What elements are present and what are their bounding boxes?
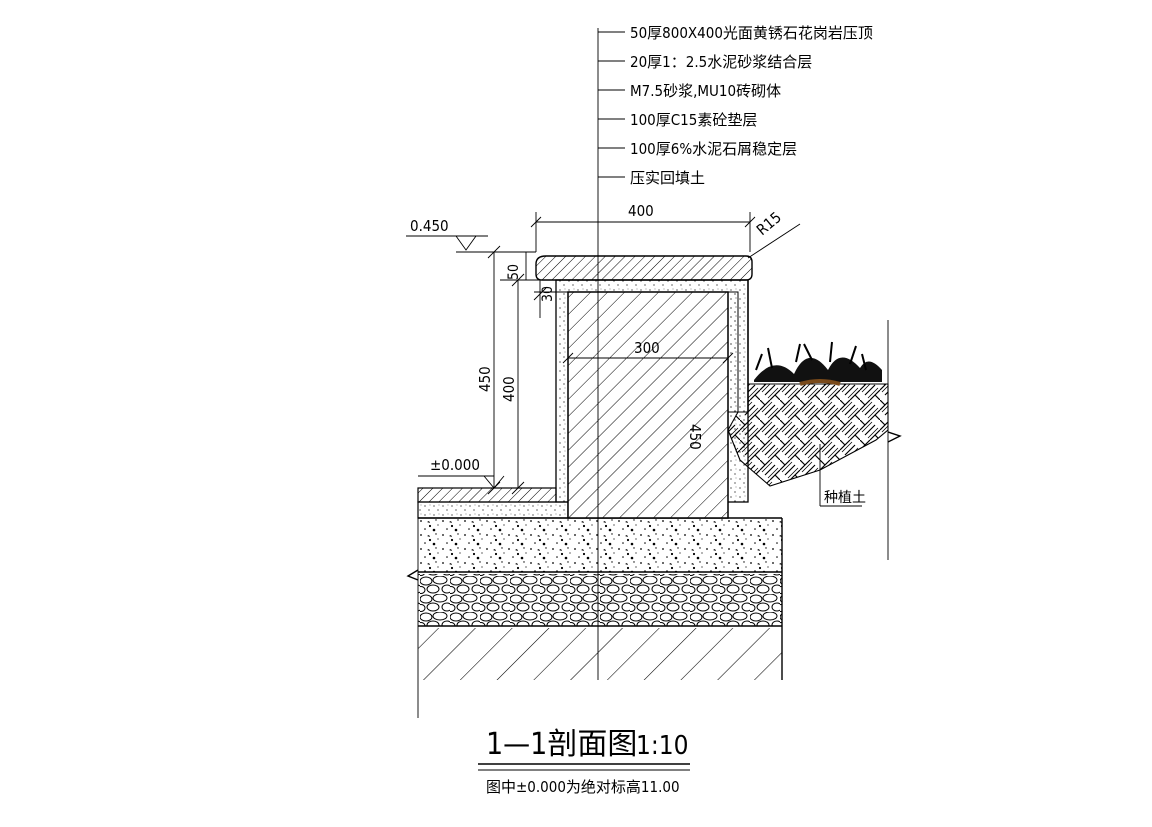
callout-2: 20厚1：2.5水泥砂浆结合层 bbox=[630, 53, 812, 71]
elevation-top-label: 0.450 bbox=[410, 217, 449, 235]
radius-label: R15 bbox=[753, 208, 785, 239]
wall-height-label: 400 bbox=[500, 376, 518, 402]
drawing-title: 1—1剖面图 bbox=[486, 727, 637, 762]
coping-width-label: 400 bbox=[628, 202, 654, 220]
planting-soil bbox=[727, 320, 902, 560]
elevation-base: ±0.000 bbox=[418, 456, 505, 489]
wall-width-label: 300 bbox=[634, 339, 660, 357]
interior-dimensions: 300 450 bbox=[562, 339, 734, 450]
brick-wall bbox=[555, 279, 749, 519]
overall-height-label: 450 bbox=[476, 366, 494, 392]
vertical-dimensions: 450 400 50 30 bbox=[476, 245, 568, 495]
dimension-coping-width: 400 bbox=[530, 202, 756, 252]
callout-1: 50厚800X400光面黄锈石花岗岩压顶 bbox=[630, 24, 873, 42]
title-block: 1—1剖面图 1:10 图中±0.000为绝对标高11.00 bbox=[478, 727, 690, 796]
drawing-scale: 1:10 bbox=[636, 731, 689, 761]
callout-leader bbox=[597, 28, 625, 680]
coping-thickness-label: 50 bbox=[506, 264, 522, 280]
inner-height-label: 450 bbox=[686, 424, 704, 450]
callout-4: 100厚C15素砼垫层 bbox=[630, 111, 757, 129]
datum-note: 图中±0.000为绝对标高11.00 bbox=[486, 778, 680, 796]
mortar-gap-label: 30 bbox=[540, 286, 556, 302]
paving-layer bbox=[417, 487, 569, 519]
soil-label: 种植土 bbox=[824, 490, 866, 506]
elevation-base-label: ±0.000 bbox=[430, 456, 480, 474]
callout-6: 压实回填土 bbox=[630, 169, 705, 187]
radius-annotation: R15 bbox=[747, 208, 801, 259]
elevation-top: 0.450 bbox=[406, 217, 500, 253]
stone-coping bbox=[535, 255, 753, 281]
foundation-layers bbox=[406, 502, 783, 718]
callout-3: M7.5砂浆,MU10砖砌体 bbox=[630, 82, 781, 100]
callout-5: 100厚6%水泥石屑稳定层 bbox=[630, 140, 797, 158]
callout-texts: 50厚800X400光面黄锈石花岗岩压顶 20厚1：2.5水泥砂浆结合层 M7.… bbox=[630, 24, 873, 187]
